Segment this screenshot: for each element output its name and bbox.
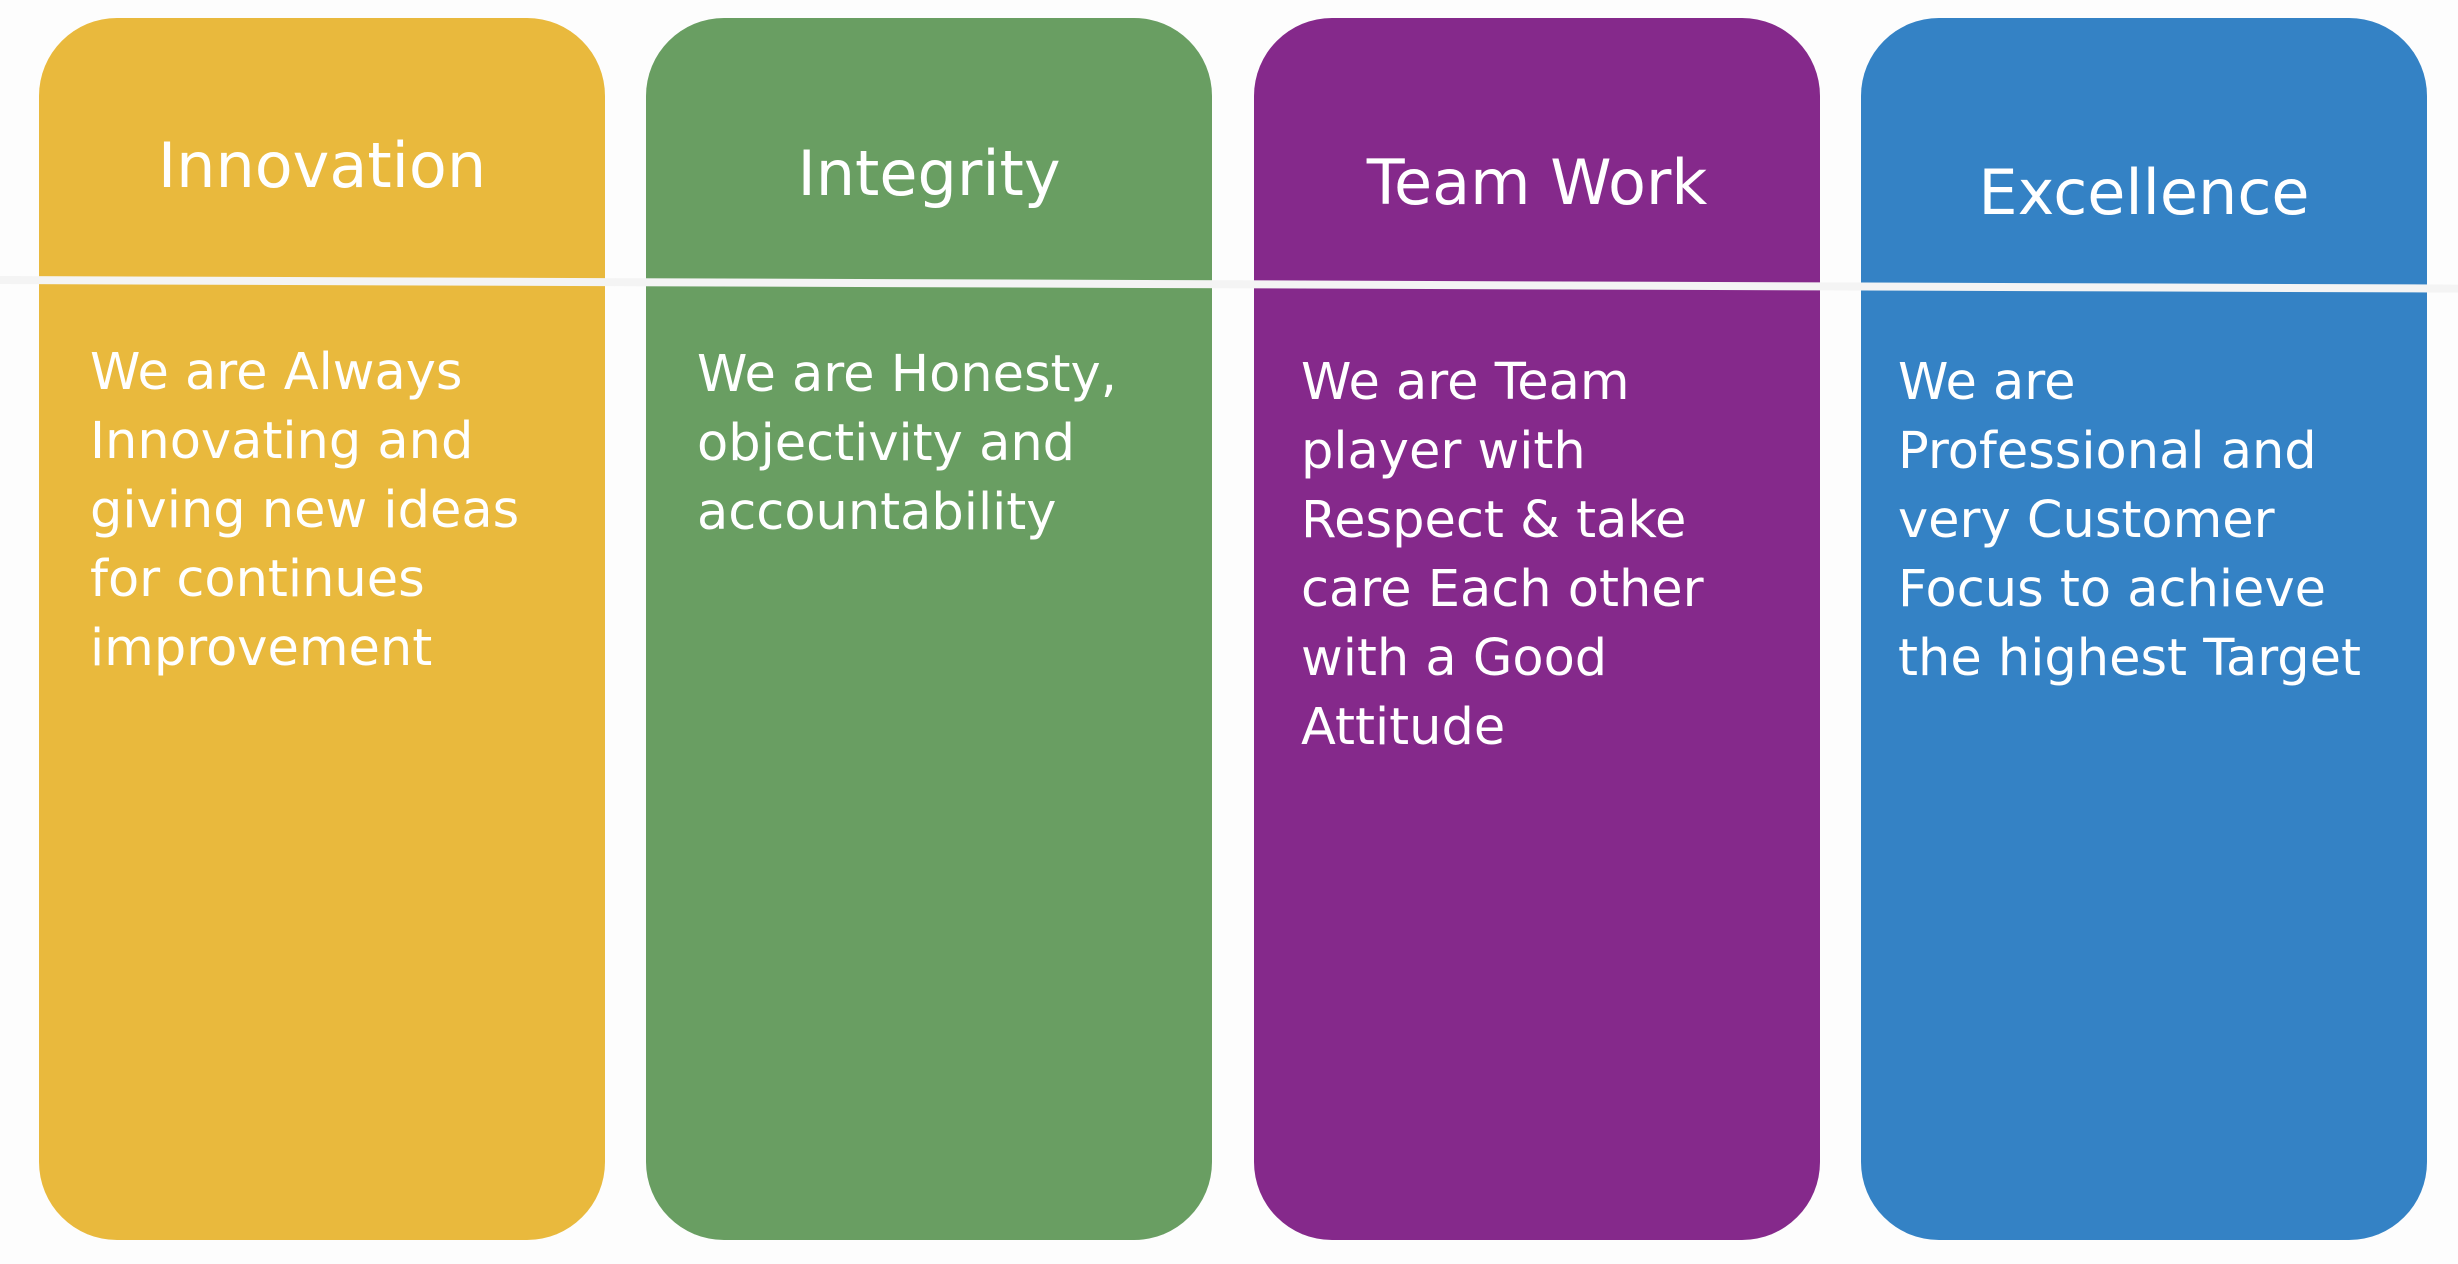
value-card-excellence: Excellence We are Professional and very … <box>1861 18 2427 1240</box>
value-card-innovation: Innovation We are Always Innovating and … <box>39 18 605 1240</box>
value-card-integrity: Integrity We are Honesty, objectivity an… <box>646 18 1212 1240</box>
value-title: Integrity <box>797 137 1061 210</box>
value-card-team-work: Team Work We are Team player with Respec… <box>1254 18 1820 1240</box>
value-description: We are Always Innovating and giving new … <box>90 343 520 678</box>
value-description: We are Honesty, objectivity and accounta… <box>697 345 1117 542</box>
value-description: We are Professional and very Customer Fo… <box>1898 353 2362 688</box>
value-title: Team Work <box>1366 146 1708 219</box>
value-title: Excellence <box>1978 156 2310 229</box>
value-description: We are Team player with Respect & take c… <box>1301 353 1704 757</box>
value-title: Innovation <box>157 129 487 202</box>
